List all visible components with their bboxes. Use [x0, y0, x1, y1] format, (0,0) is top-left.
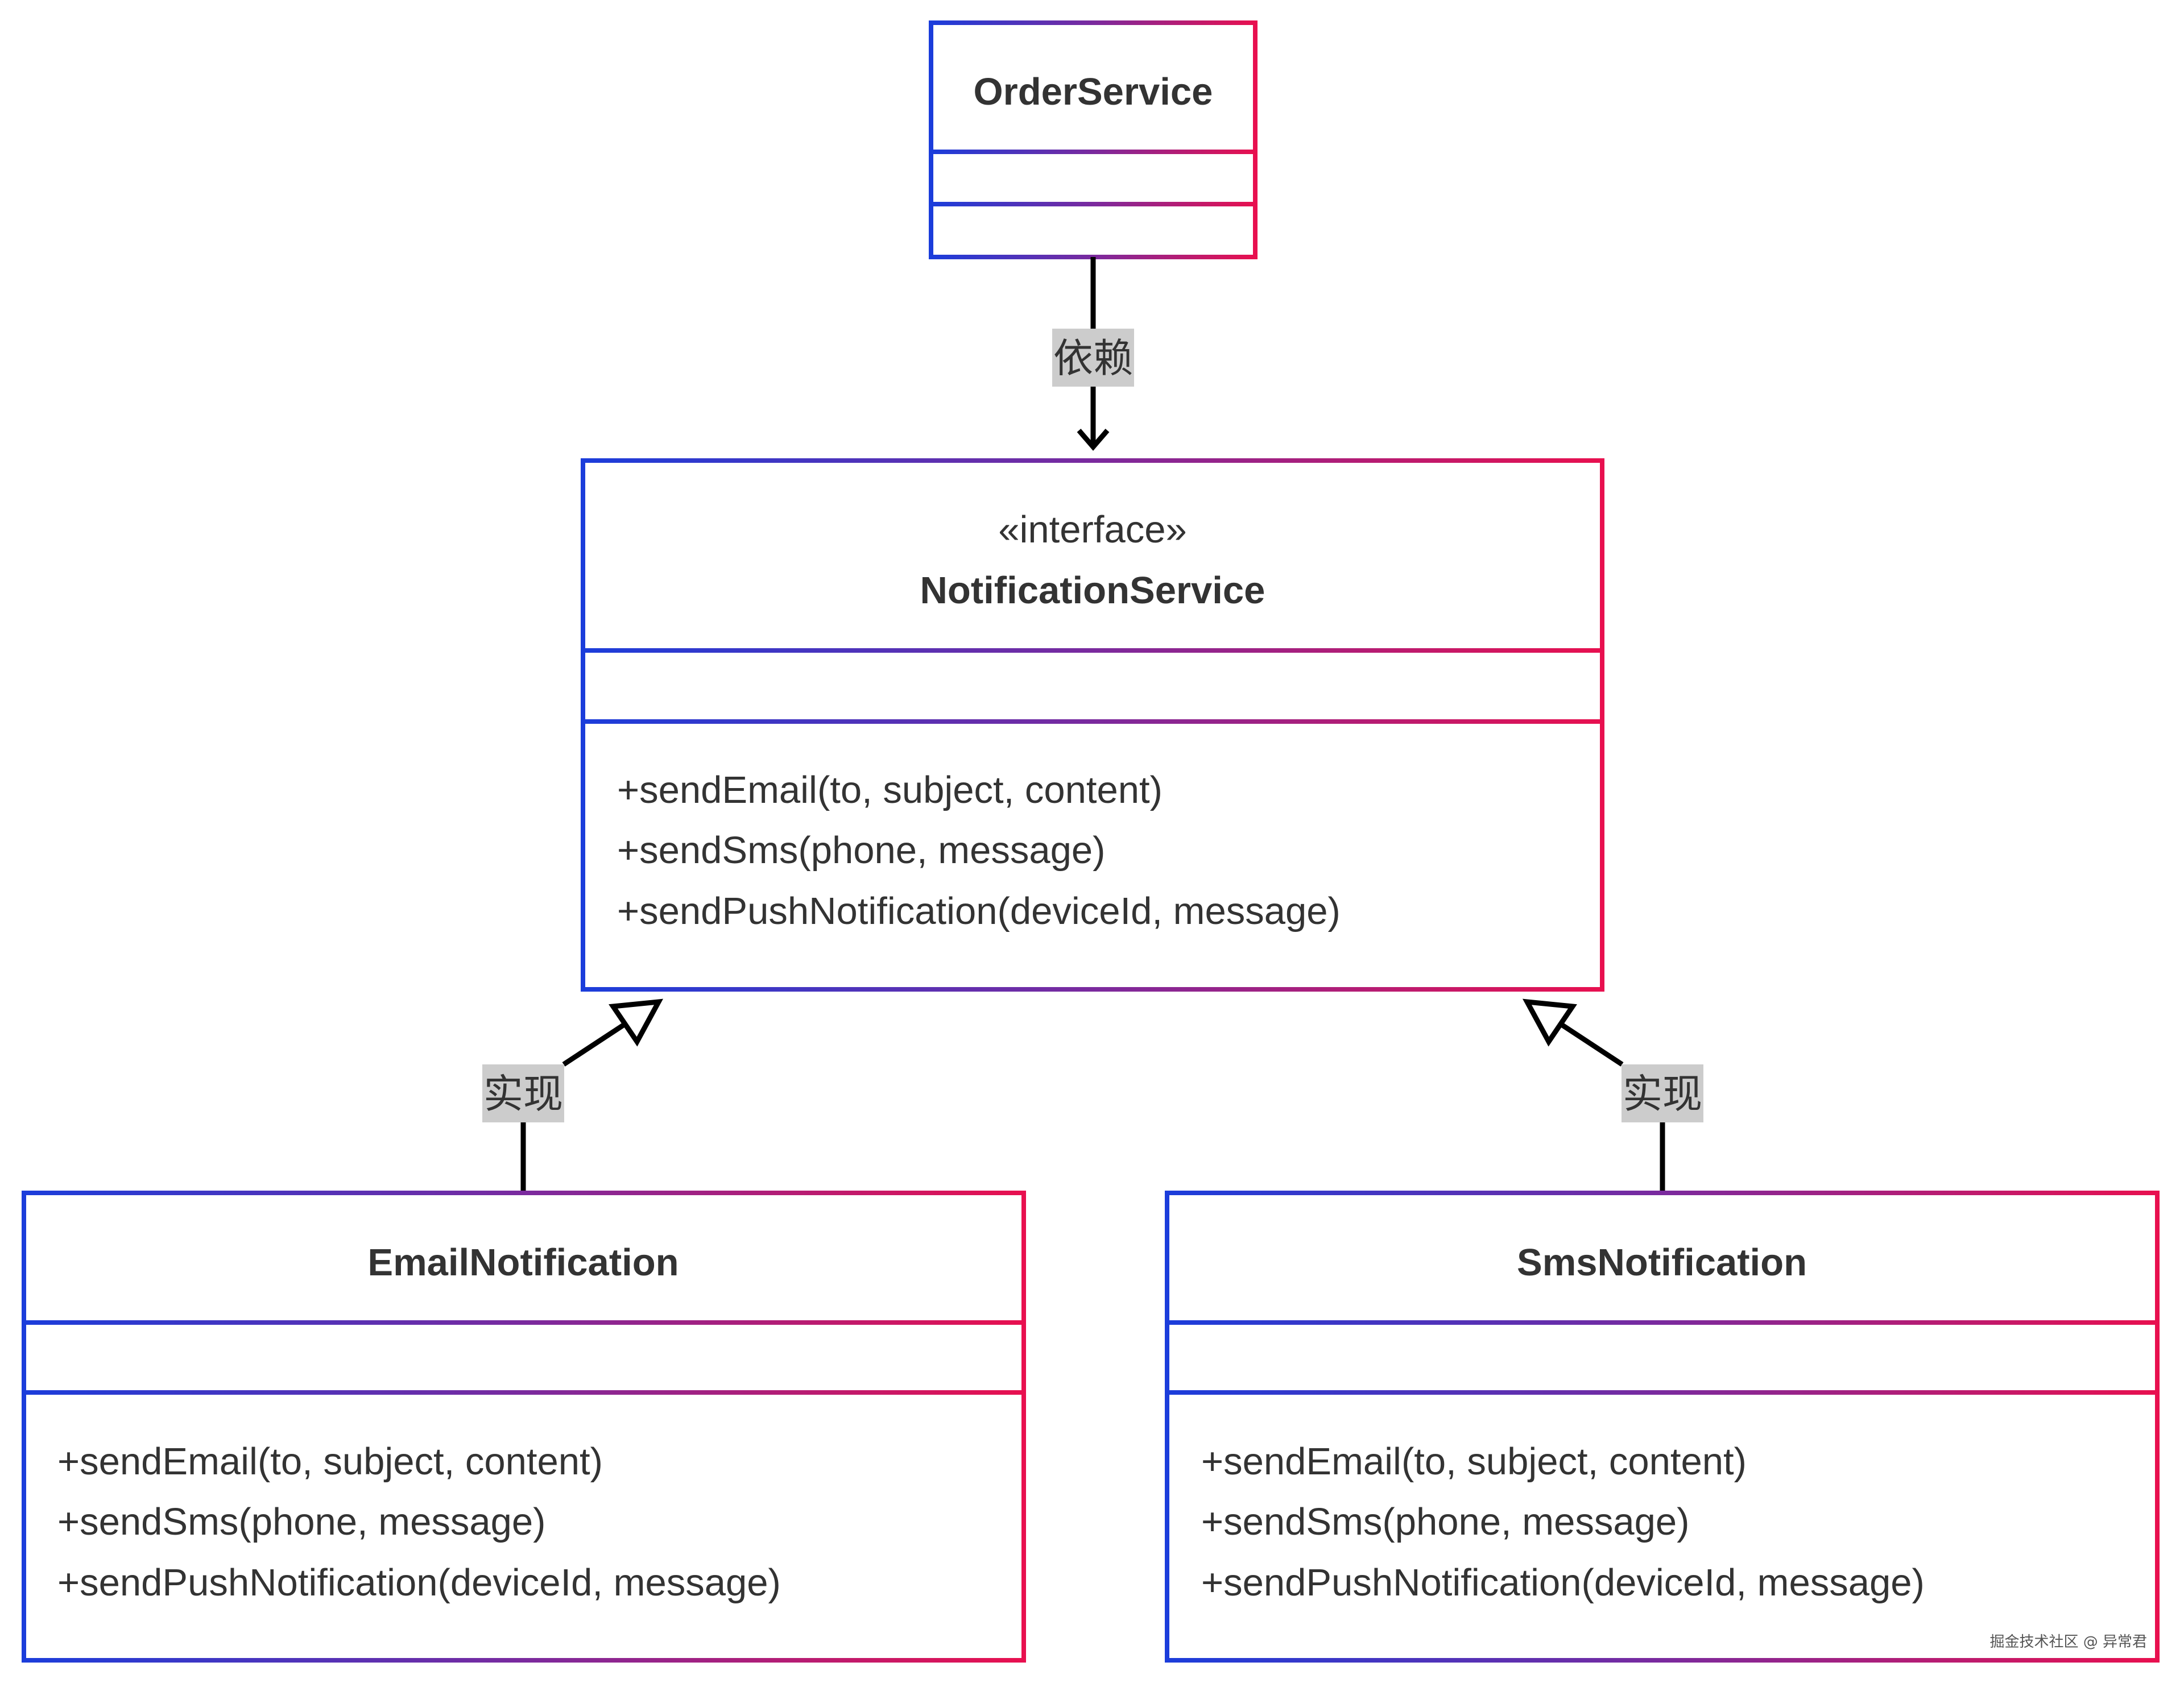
class-email-notification: EmailNotification +sendEmail(to, subject…: [22, 1191, 1026, 1663]
class-box-border: [929, 20, 1258, 259]
class-method: +sendEmail(to, subject, content): [57, 1440, 603, 1483]
class-method: +sendPushNotification(deviceId, message): [57, 1561, 781, 1604]
dependency-edge: 依赖: [1052, 257, 1134, 451]
class-title: OrderService: [974, 71, 1213, 113]
watermark: 掘金技术社区 @ 异常君: [1989, 1634, 2147, 1651]
class-box-border: [581, 458, 1604, 992]
edge-label-realization: 实现: [1623, 1071, 1702, 1117]
edge-label-realization: 实现: [483, 1071, 563, 1117]
class-method: +sendPushNotification(deviceId, message): [1201, 1561, 1925, 1604]
edge-line: [1559, 1022, 1624, 1067]
class-method: +sendPushNotification(deviceId, message): [617, 890, 1341, 932]
class-box-border: [22, 1191, 1026, 1663]
class-box-border: [1165, 1191, 2160, 1663]
class-title: EmailNotification: [367, 1241, 679, 1284]
edge-label-bg: [482, 1064, 564, 1122]
class-stereotype: «interface»: [998, 508, 1187, 551]
class-notification-service: «interface» NotificationService +sendEma…: [581, 458, 1604, 992]
class-title: SmsNotification: [1517, 1241, 1807, 1284]
hollow-triangle-arrowhead: [1522, 998, 1577, 1047]
realization-edge-left: 实现: [482, 998, 664, 1193]
edge-line: [562, 1022, 627, 1067]
open-arrowhead: [1077, 429, 1110, 451]
hollow-triangle-arrowhead: [609, 998, 664, 1047]
edge-label-dependency: 依赖: [1053, 335, 1133, 382]
class-method: +sendEmail(to, subject, content): [617, 769, 1163, 811]
edge-label-bg: [1052, 329, 1134, 387]
realization-edge-right: 实现: [1522, 998, 1703, 1193]
class-order-service: OrderService: [929, 20, 1258, 259]
edge-label-bg: [1622, 1064, 1703, 1122]
class-method: +sendSms(phone, message): [617, 829, 1105, 872]
class-method: +sendSms(phone, message): [57, 1501, 545, 1543]
class-title: NotificationService: [920, 569, 1265, 612]
class-sms-notification: SmsNotification +sendEmail(to, subject, …: [1165, 1191, 2160, 1663]
class-method: +sendSms(phone, message): [1201, 1501, 1689, 1543]
class-method: +sendEmail(to, subject, content): [1201, 1440, 1747, 1483]
